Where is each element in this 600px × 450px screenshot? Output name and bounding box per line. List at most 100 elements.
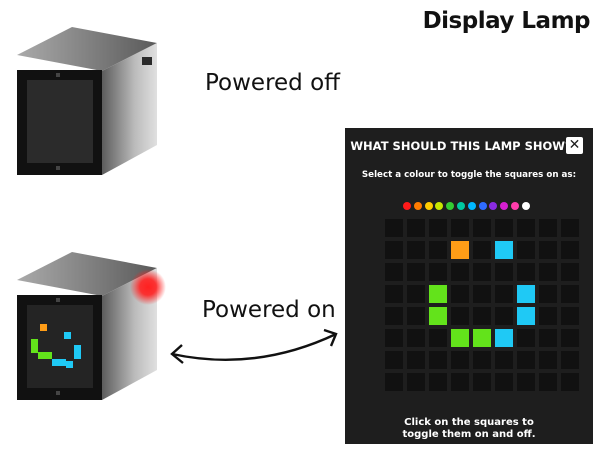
grid-square[interactable] [561, 285, 579, 303]
colour-swatch[interactable] [467, 202, 476, 210]
colour-swatch[interactable] [403, 202, 411, 210]
grid-square[interactable] [429, 373, 447, 391]
grid-square[interactable] [407, 241, 425, 259]
colour-swatch[interactable] [413, 202, 422, 210]
grid-square[interactable] [495, 219, 513, 237]
grid-square[interactable] [539, 307, 557, 325]
grid-square[interactable] [539, 329, 557, 347]
grid-square[interactable] [561, 241, 579, 259]
grid-square[interactable] [473, 263, 491, 281]
grid-square[interactable] [429, 329, 447, 347]
grid-square[interactable] [473, 351, 491, 369]
grid-square[interactable] [473, 307, 491, 325]
grid-square[interactable] [561, 307, 579, 325]
grid-square[interactable] [561, 373, 579, 391]
grid-square[interactable] [495, 373, 513, 391]
grid-square[interactable] [451, 329, 469, 347]
colour-swatch[interactable] [424, 202, 433, 210]
grid-square[interactable] [517, 373, 535, 391]
grid-square[interactable] [495, 307, 513, 325]
lamp-display-dialog: WHAT SHOULD THIS LAMP SHOW? ✕ Select a c… [345, 128, 593, 444]
grid-square[interactable] [495, 241, 513, 259]
lamp-on [12, 250, 167, 410]
grid-square[interactable] [451, 263, 469, 281]
grid-square[interactable] [385, 307, 403, 325]
grid-square[interactable] [429, 219, 447, 237]
grid-square[interactable] [429, 263, 447, 281]
grid-square[interactable] [561, 351, 579, 369]
grid-square[interactable] [385, 373, 403, 391]
grid-square[interactable] [539, 219, 557, 237]
grid-square[interactable] [407, 373, 425, 391]
power-indicator-light [130, 269, 166, 305]
grid-square[interactable] [517, 241, 535, 259]
grid-square[interactable] [429, 307, 447, 325]
grid-square[interactable] [385, 285, 403, 303]
colour-swatch[interactable] [489, 202, 498, 210]
grid-square[interactable] [539, 263, 557, 281]
grid-square[interactable] [517, 263, 535, 281]
grid-square[interactable] [451, 307, 469, 325]
grid-square[interactable] [473, 329, 491, 347]
grid-square[interactable] [561, 263, 579, 281]
lamp-off [12, 25, 162, 185]
grid-square[interactable] [385, 351, 403, 369]
grid-square[interactable] [539, 373, 557, 391]
caption-powered-off: Powered off [205, 70, 341, 96]
dialog-footer: Click on the squares to toggle them on a… [345, 417, 593, 441]
colour-swatch[interactable] [500, 202, 509, 210]
grid-square[interactable] [517, 351, 535, 369]
footer-line-2: toggle them on and off. [402, 429, 536, 440]
dialog-title: WHAT SHOULD THIS LAMP SHOW? [350, 139, 572, 153]
pixel-grid [385, 219, 579, 391]
grid-square[interactable] [407, 351, 425, 369]
grid-square[interactable] [385, 219, 403, 237]
grid-square[interactable] [407, 307, 425, 325]
colour-swatch[interactable] [435, 202, 444, 210]
grid-square[interactable] [495, 285, 513, 303]
grid-square[interactable] [407, 219, 425, 237]
grid-square[interactable] [407, 285, 425, 303]
grid-square[interactable] [539, 241, 557, 259]
grid-square[interactable] [473, 373, 491, 391]
grid-square[interactable] [517, 219, 535, 237]
grid-square[interactable] [539, 351, 557, 369]
colour-swatch[interactable] [510, 202, 519, 210]
grid-square[interactable] [451, 285, 469, 303]
dialog-instructions: Select a colour to toggle the squares on… [361, 170, 577, 180]
grid-square[interactable] [473, 241, 491, 259]
grid-square[interactable] [539, 285, 557, 303]
grid-square[interactable] [407, 263, 425, 281]
colour-swatch[interactable] [478, 202, 487, 210]
grid-square[interactable] [561, 219, 579, 237]
double-arrow-icon [170, 328, 338, 364]
grid-square[interactable] [517, 307, 535, 325]
grid-square[interactable] [517, 285, 535, 303]
grid-square[interactable] [473, 285, 491, 303]
grid-square[interactable] [495, 351, 513, 369]
grid-square[interactable] [385, 263, 403, 281]
colour-palette [403, 202, 530, 210]
page-title: Display Lamp [422, 8, 591, 34]
grid-square[interactable] [517, 329, 535, 347]
caption-powered-on: Powered on [202, 297, 336, 323]
grid-square[interactable] [429, 351, 447, 369]
colour-swatch[interactable] [456, 202, 465, 210]
colour-swatch[interactable] [446, 202, 455, 210]
grid-square[interactable] [429, 241, 447, 259]
colour-swatch[interactable] [521, 202, 530, 210]
grid-square[interactable] [451, 219, 469, 237]
grid-square[interactable] [429, 285, 447, 303]
grid-square[interactable] [385, 241, 403, 259]
footer-line-1: Click on the squares to [404, 417, 534, 428]
grid-square[interactable] [451, 351, 469, 369]
grid-square[interactable] [385, 329, 403, 347]
grid-square[interactable] [495, 329, 513, 347]
grid-square[interactable] [407, 329, 425, 347]
grid-square[interactable] [451, 241, 469, 259]
close-icon[interactable]: ✕ [566, 137, 583, 154]
grid-square[interactable] [473, 219, 491, 237]
grid-square[interactable] [495, 263, 513, 281]
grid-square[interactable] [561, 329, 579, 347]
grid-square[interactable] [451, 373, 469, 391]
